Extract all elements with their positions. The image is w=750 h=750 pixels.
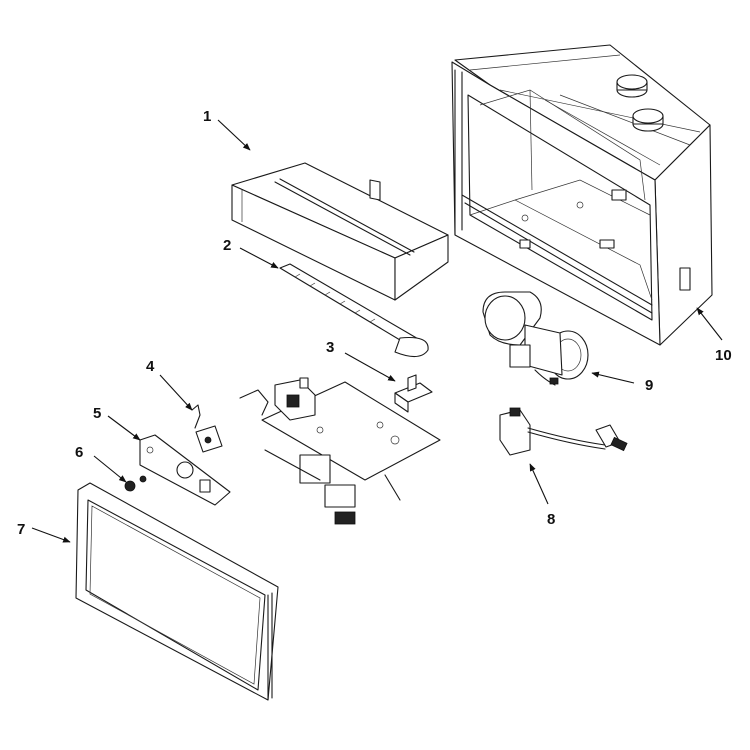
leader-arrow-4 — [159, 374, 193, 411]
callout-8: 8 — [547, 511, 555, 528]
callout-numbers: 1 2 3 4 5 6 7 8 9 10 — [17, 108, 732, 538]
gas-valve-control-tray — [239, 377, 441, 525]
leader-arrow-1 — [217, 119, 251, 151]
callout-1: 1 — [203, 108, 211, 125]
leader-arrow-5 — [107, 415, 141, 441]
callout-7: 7 — [17, 521, 25, 538]
callout-5: 5 — [93, 405, 101, 422]
part-3-bracket — [394, 374, 433, 413]
callout-3: 3 — [326, 339, 334, 356]
leader-arrow-7 — [31, 527, 71, 543]
part-4-switch — [191, 404, 223, 453]
callout-6: 6 — [75, 444, 83, 461]
part-9-blower — [482, 291, 589, 386]
part-7-glass-door — [75, 482, 279, 701]
callout-10: 10 — [715, 347, 732, 364]
part-10-firebox — [451, 44, 713, 346]
callout-2: 2 — [223, 237, 231, 254]
part-8-transformer — [499, 407, 628, 456]
part-1-baffle — [231, 162, 449, 301]
leader-arrow-10 — [696, 307, 723, 341]
part-2-burner — [279, 263, 429, 358]
leader-arrow-6 — [93, 455, 127, 483]
leader-arrow-9 — [591, 371, 635, 384]
callout-9: 9 — [645, 377, 653, 394]
callout-4: 4 — [146, 358, 155, 375]
leader-arrow-2 — [239, 247, 279, 269]
leader-arrows — [31, 119, 723, 543]
part-5-plate — [139, 434, 231, 506]
part-6-knob — [124, 475, 147, 492]
leader-arrow-3 — [344, 352, 396, 382]
leader-arrow-8 — [529, 463, 549, 505]
